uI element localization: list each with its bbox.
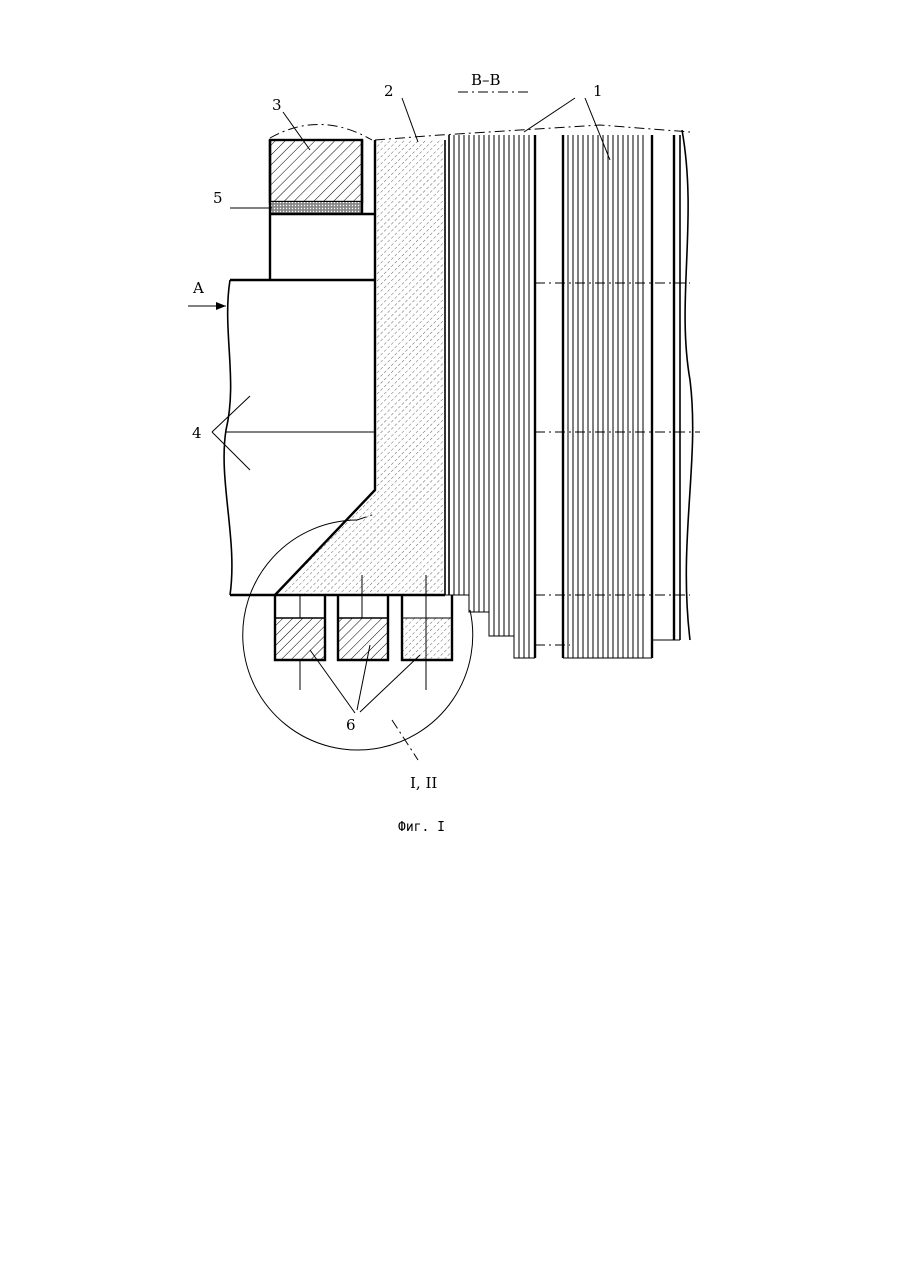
- break-arc-top: [270, 124, 372, 140]
- callout-3: 3: [272, 96, 282, 114]
- leader-4a: [212, 396, 250, 432]
- detail-label: I, II: [410, 774, 437, 792]
- callout-2: 2: [384, 82, 394, 100]
- callout-6: 6: [346, 716, 356, 734]
- part-5-layer: [270, 202, 362, 214]
- leader-6c: [360, 655, 420, 712]
- part-1-laminations: [445, 130, 693, 658]
- leader-1a: [524, 98, 575, 132]
- part-3-block: [270, 140, 375, 280]
- callout-1: 1: [593, 82, 603, 100]
- callout-5: 5: [213, 189, 223, 207]
- section-label: B–B: [471, 71, 501, 89]
- detail-leader: [392, 720, 418, 760]
- leader-4b: [212, 432, 250, 470]
- figure-caption: Фиг. I: [398, 820, 445, 835]
- view-a-label: A: [192, 279, 204, 297]
- view-a-arrowhead: [216, 302, 226, 310]
- callout-4: 4: [192, 424, 202, 442]
- leader-2: [402, 98, 418, 142]
